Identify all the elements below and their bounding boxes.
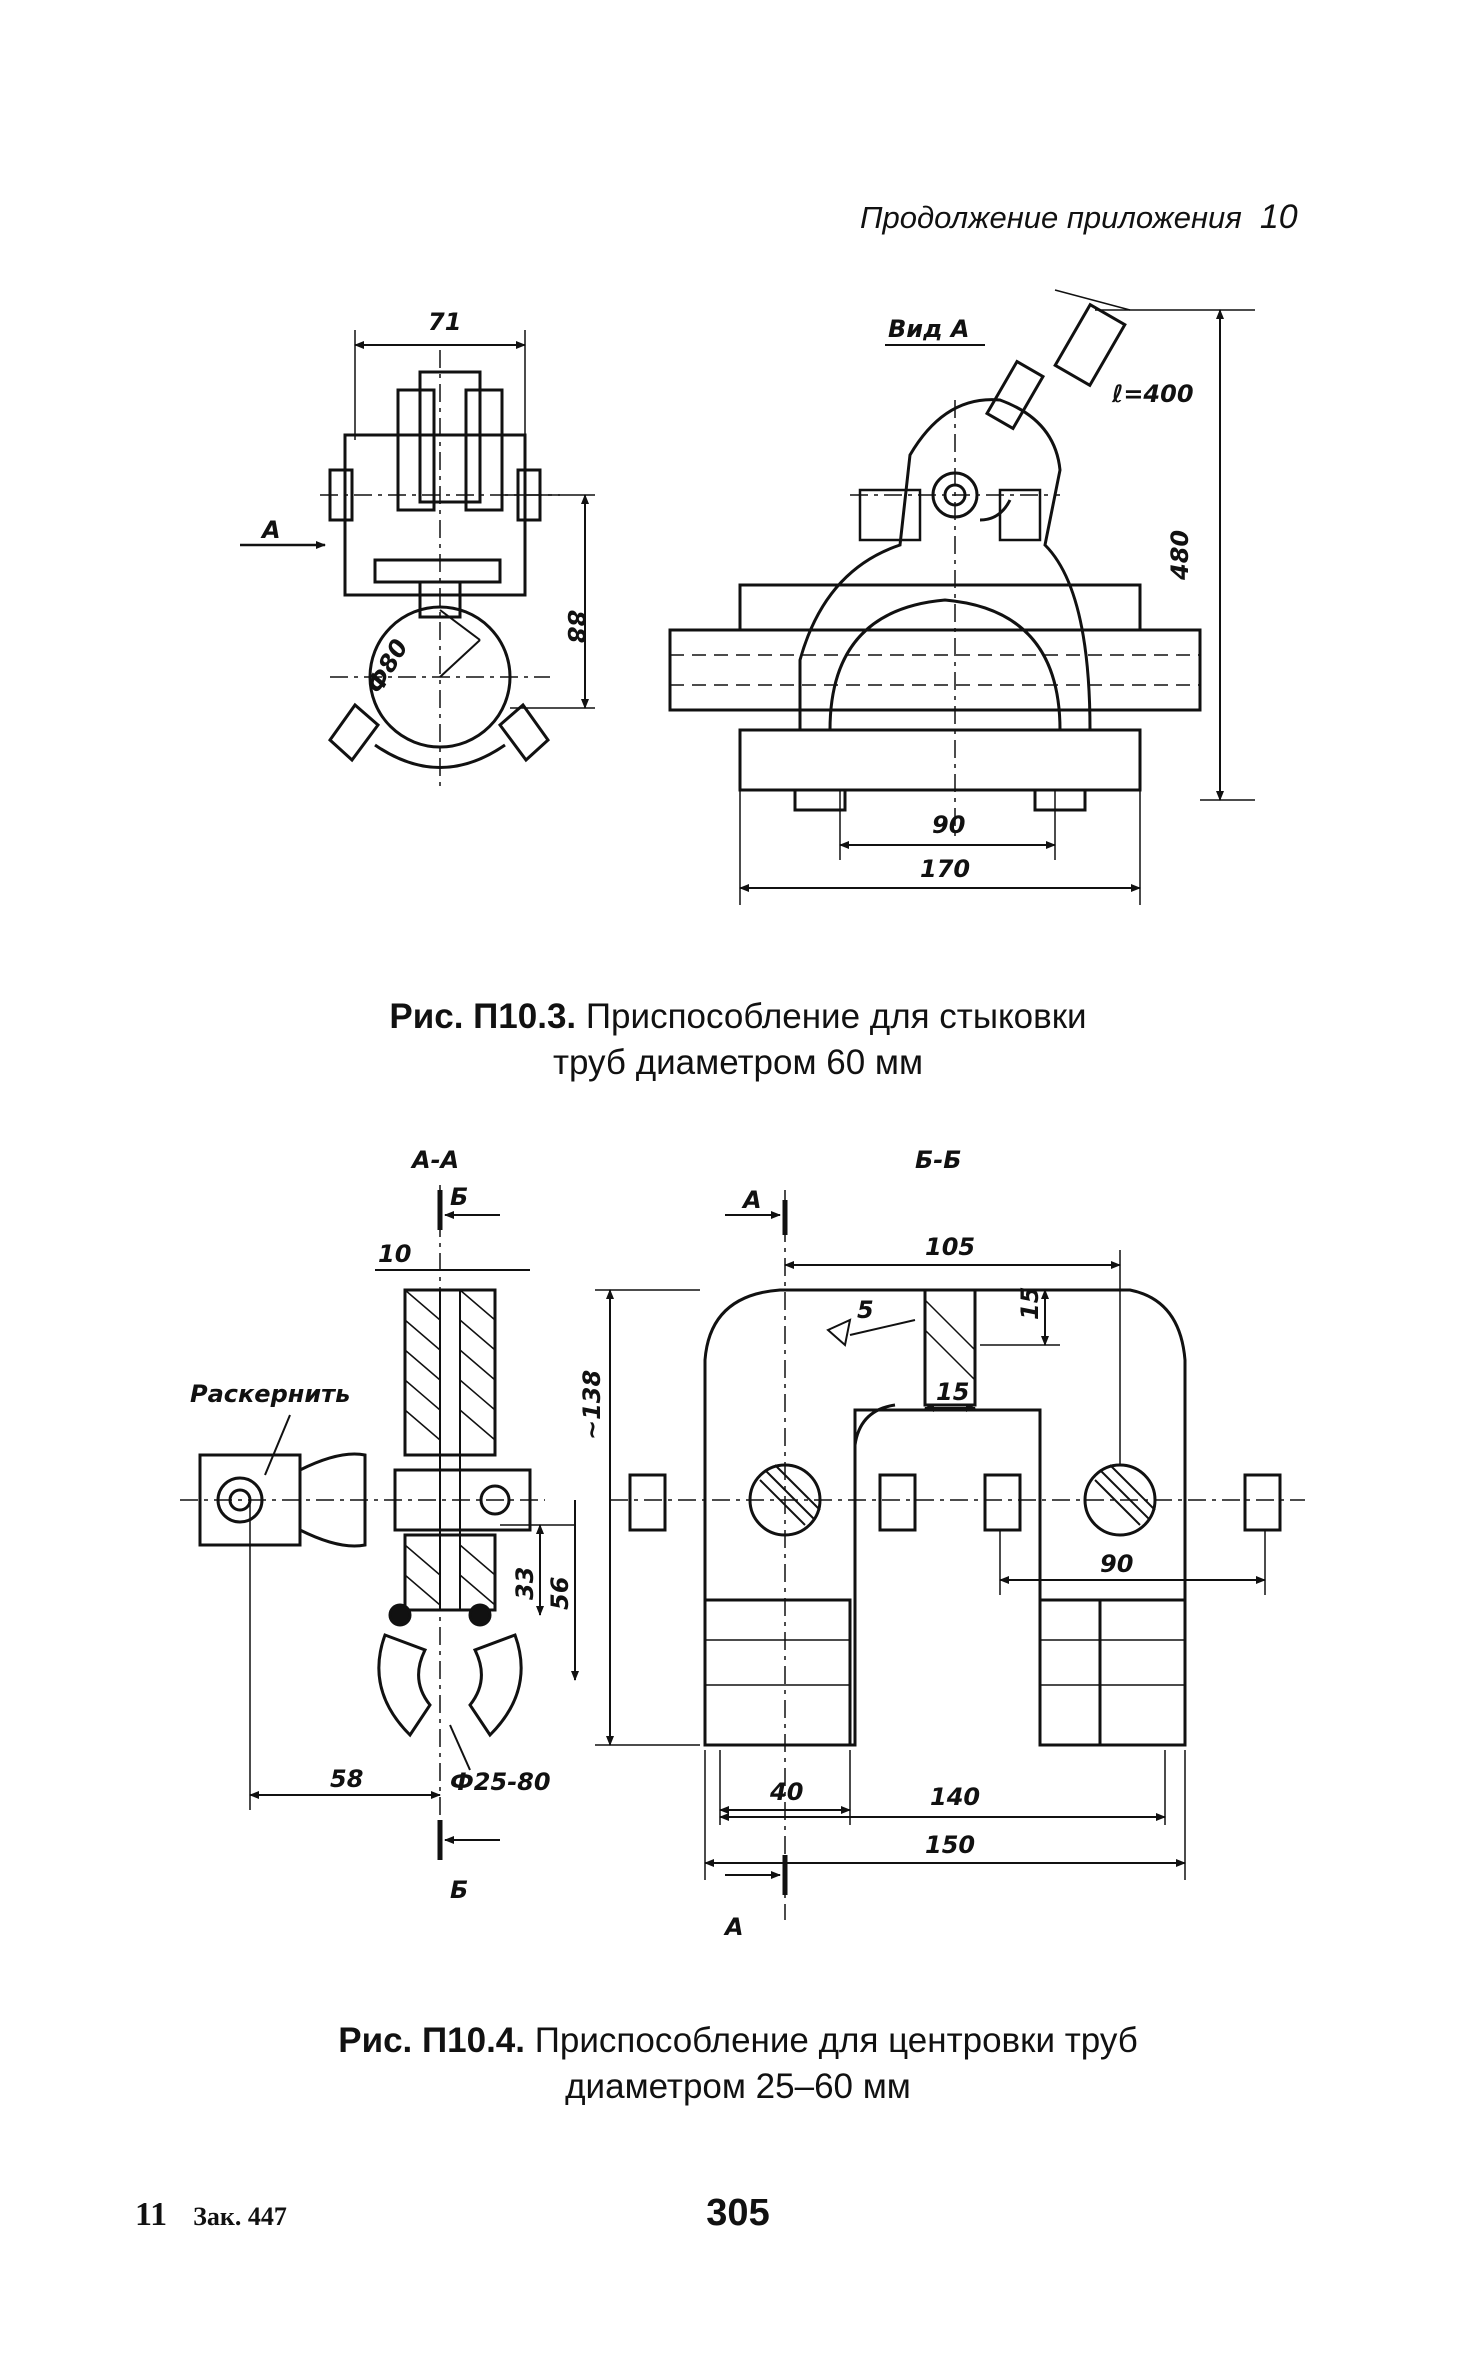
fig2-section-bb-title: Б-Б <box>915 1146 962 1174</box>
fig1-view-a-title: Вид А <box>888 315 969 343</box>
figure-2-caption-line2: диаметром 25–60 мм <box>565 2067 911 2106</box>
fig2-section-aa <box>180 1185 579 1865</box>
fig2-mark-a-bottom: А <box>723 1913 744 1941</box>
fig2-dim-40: 40 <box>769 1778 803 1806</box>
fig1-dim-88: 88 <box>562 610 590 643</box>
order-number: Зак. 447 <box>193 2202 287 2231</box>
fig2-weld-5: 5 <box>857 1296 874 1324</box>
fig2-dim-90: 90 <box>1100 1550 1133 1578</box>
fig1-dim-170: 170 <box>920 855 970 883</box>
figure-1-label: Рис. П10.3. <box>389 997 577 1036</box>
fig2-dim-58: 58 <box>330 1765 363 1793</box>
figure-2-drawing <box>180 1185 1305 1920</box>
fig1-dim-71: 71 <box>428 308 461 336</box>
figure-1-caption-line2: труб диаметром 60 мм <box>552 1043 924 1082</box>
fig1-view-a <box>668 289 1255 905</box>
fig2-section-bb <box>595 1190 1305 1920</box>
fig2-dim-phi25-80: Ф25-80 <box>450 1768 551 1796</box>
figure-2-labels: А-А Б Б 10 Раскернить 58 Ф25-80 33 56 ~1… <box>190 1146 1133 1941</box>
fig2-dim-150: 150 <box>925 1831 975 1859</box>
fig1-dim-480: 480 <box>1166 530 1194 581</box>
header-number: 10 <box>1259 198 1298 236</box>
fig2-dim-138: ~138 <box>578 1370 606 1440</box>
fig2-dim-105: 105 <box>925 1233 975 1261</box>
figure-1-caption-line1: Рис. П10.3. Приспособление для стыковки <box>0 994 1476 1040</box>
fig1-side-view <box>240 330 595 790</box>
print-footer: 11 Зак. 447 <box>135 2196 287 2234</box>
fig2-mark-a-top: А <box>741 1186 762 1214</box>
figure-1-drawing <box>240 289 1255 905</box>
fig2-mark-b-top: Б <box>450 1183 468 1211</box>
running-header: Продолжение приложения 10 <box>860 198 1298 237</box>
page-number: 305 <box>706 2192 770 2234</box>
fig2-note-raskernit: Раскернить <box>190 1380 350 1408</box>
fig2-dim-33: 33 <box>511 1567 539 1600</box>
fig2-dim-10: 10 <box>378 1240 411 1268</box>
fig2-section-aa-title: А-А <box>410 1146 459 1174</box>
fig1-dim-90: 90 <box>932 811 965 839</box>
fig2-mark-b-bottom: Б <box>450 1876 468 1904</box>
figure-2-title: Приспособление для центровки труб <box>534 2021 1138 2060</box>
fig2-dim-15-horizontal: 15 <box>936 1378 969 1406</box>
sheet-number: 11 <box>135 2196 168 2233</box>
fig2-dim-15-vertical: 15 <box>1016 1287 1044 1320</box>
header-text: Продолжение приложения <box>860 200 1242 235</box>
fig1-arrow-a-label: А <box>260 516 281 544</box>
fig2-dim-140: 140 <box>930 1783 980 1811</box>
fig1-dim-l400: ℓ=400 <box>1111 380 1194 408</box>
figure-2-label: Рис. П10.4. <box>338 2021 525 2060</box>
fig2-dim-56: 56 <box>546 1577 574 1610</box>
fig1-dim-phi80: Ф80 <box>361 634 414 698</box>
figure-1-title: Приспособление для стыковки <box>585 997 1087 1036</box>
figure-2-caption-line1: Рис. П10.4. Приспособление для центровки… <box>0 2018 1476 2064</box>
figure-2-caption: Рис. П10.4. Приспособление для центровки… <box>0 2018 1476 2110</box>
figure-1-caption: Рис. П10.3. Приспособление для стыковки … <box>0 994 1476 1086</box>
